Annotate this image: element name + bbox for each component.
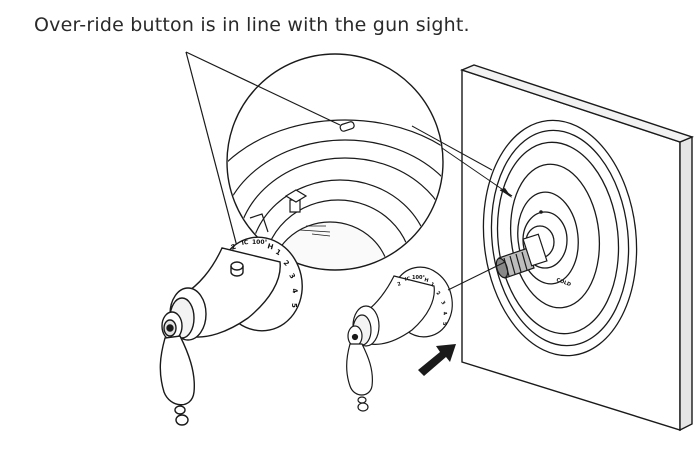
small-dial-n5: 5 <box>441 322 447 326</box>
large-dial-labels: 2 IC 100° H 1 2 3 4 5 <box>230 239 299 308</box>
large-handle-assembly <box>159 236 303 426</box>
override-button-magnified <box>339 121 355 132</box>
small-dial-n4: 4 <box>441 311 448 316</box>
small-dial-left-number: 2 <box>397 281 403 288</box>
instruction-caption: Over-ride button is in line with the gun… <box>34 14 470 36</box>
large-dial-n2: 2 <box>282 259 291 268</box>
large-dial-n3: 3 <box>287 272 296 280</box>
large-dial-temp: 100° <box>252 239 268 246</box>
small-dial-labels: 2 IC 100° H 1 2 3 4 5 <box>397 275 448 326</box>
small-dial-n3: 3 <box>439 300 446 306</box>
splined-stem <box>495 233 548 279</box>
arrowhead-icon <box>500 188 512 198</box>
small-dial-hot: H <box>423 277 429 284</box>
callout-lines <box>185 51 341 259</box>
large-dial-n4: 4 <box>290 287 299 294</box>
push-direction-arrow-icon <box>418 344 456 376</box>
small-dial-n1: 1 <box>429 282 435 289</box>
alignment-mark-icon <box>539 210 543 214</box>
cold-label: COLD <box>555 277 571 288</box>
escutcheon <box>482 119 638 357</box>
small-handle-assembly <box>346 266 453 412</box>
large-dial-left-number: 2 <box>230 243 237 252</box>
override-button <box>230 261 244 271</box>
dial-alignment-line <box>447 261 506 291</box>
large-dial-n5: 5 <box>290 303 298 308</box>
large-dial-n1: 1 <box>274 248 282 257</box>
large-dial-ic: IC <box>241 239 249 247</box>
small-dial-ic: IC <box>404 276 411 283</box>
large-dial-hot: H <box>266 242 274 251</box>
small-dial-n2: 2 <box>435 290 442 297</box>
small-dial-temp: 100° <box>412 275 425 281</box>
